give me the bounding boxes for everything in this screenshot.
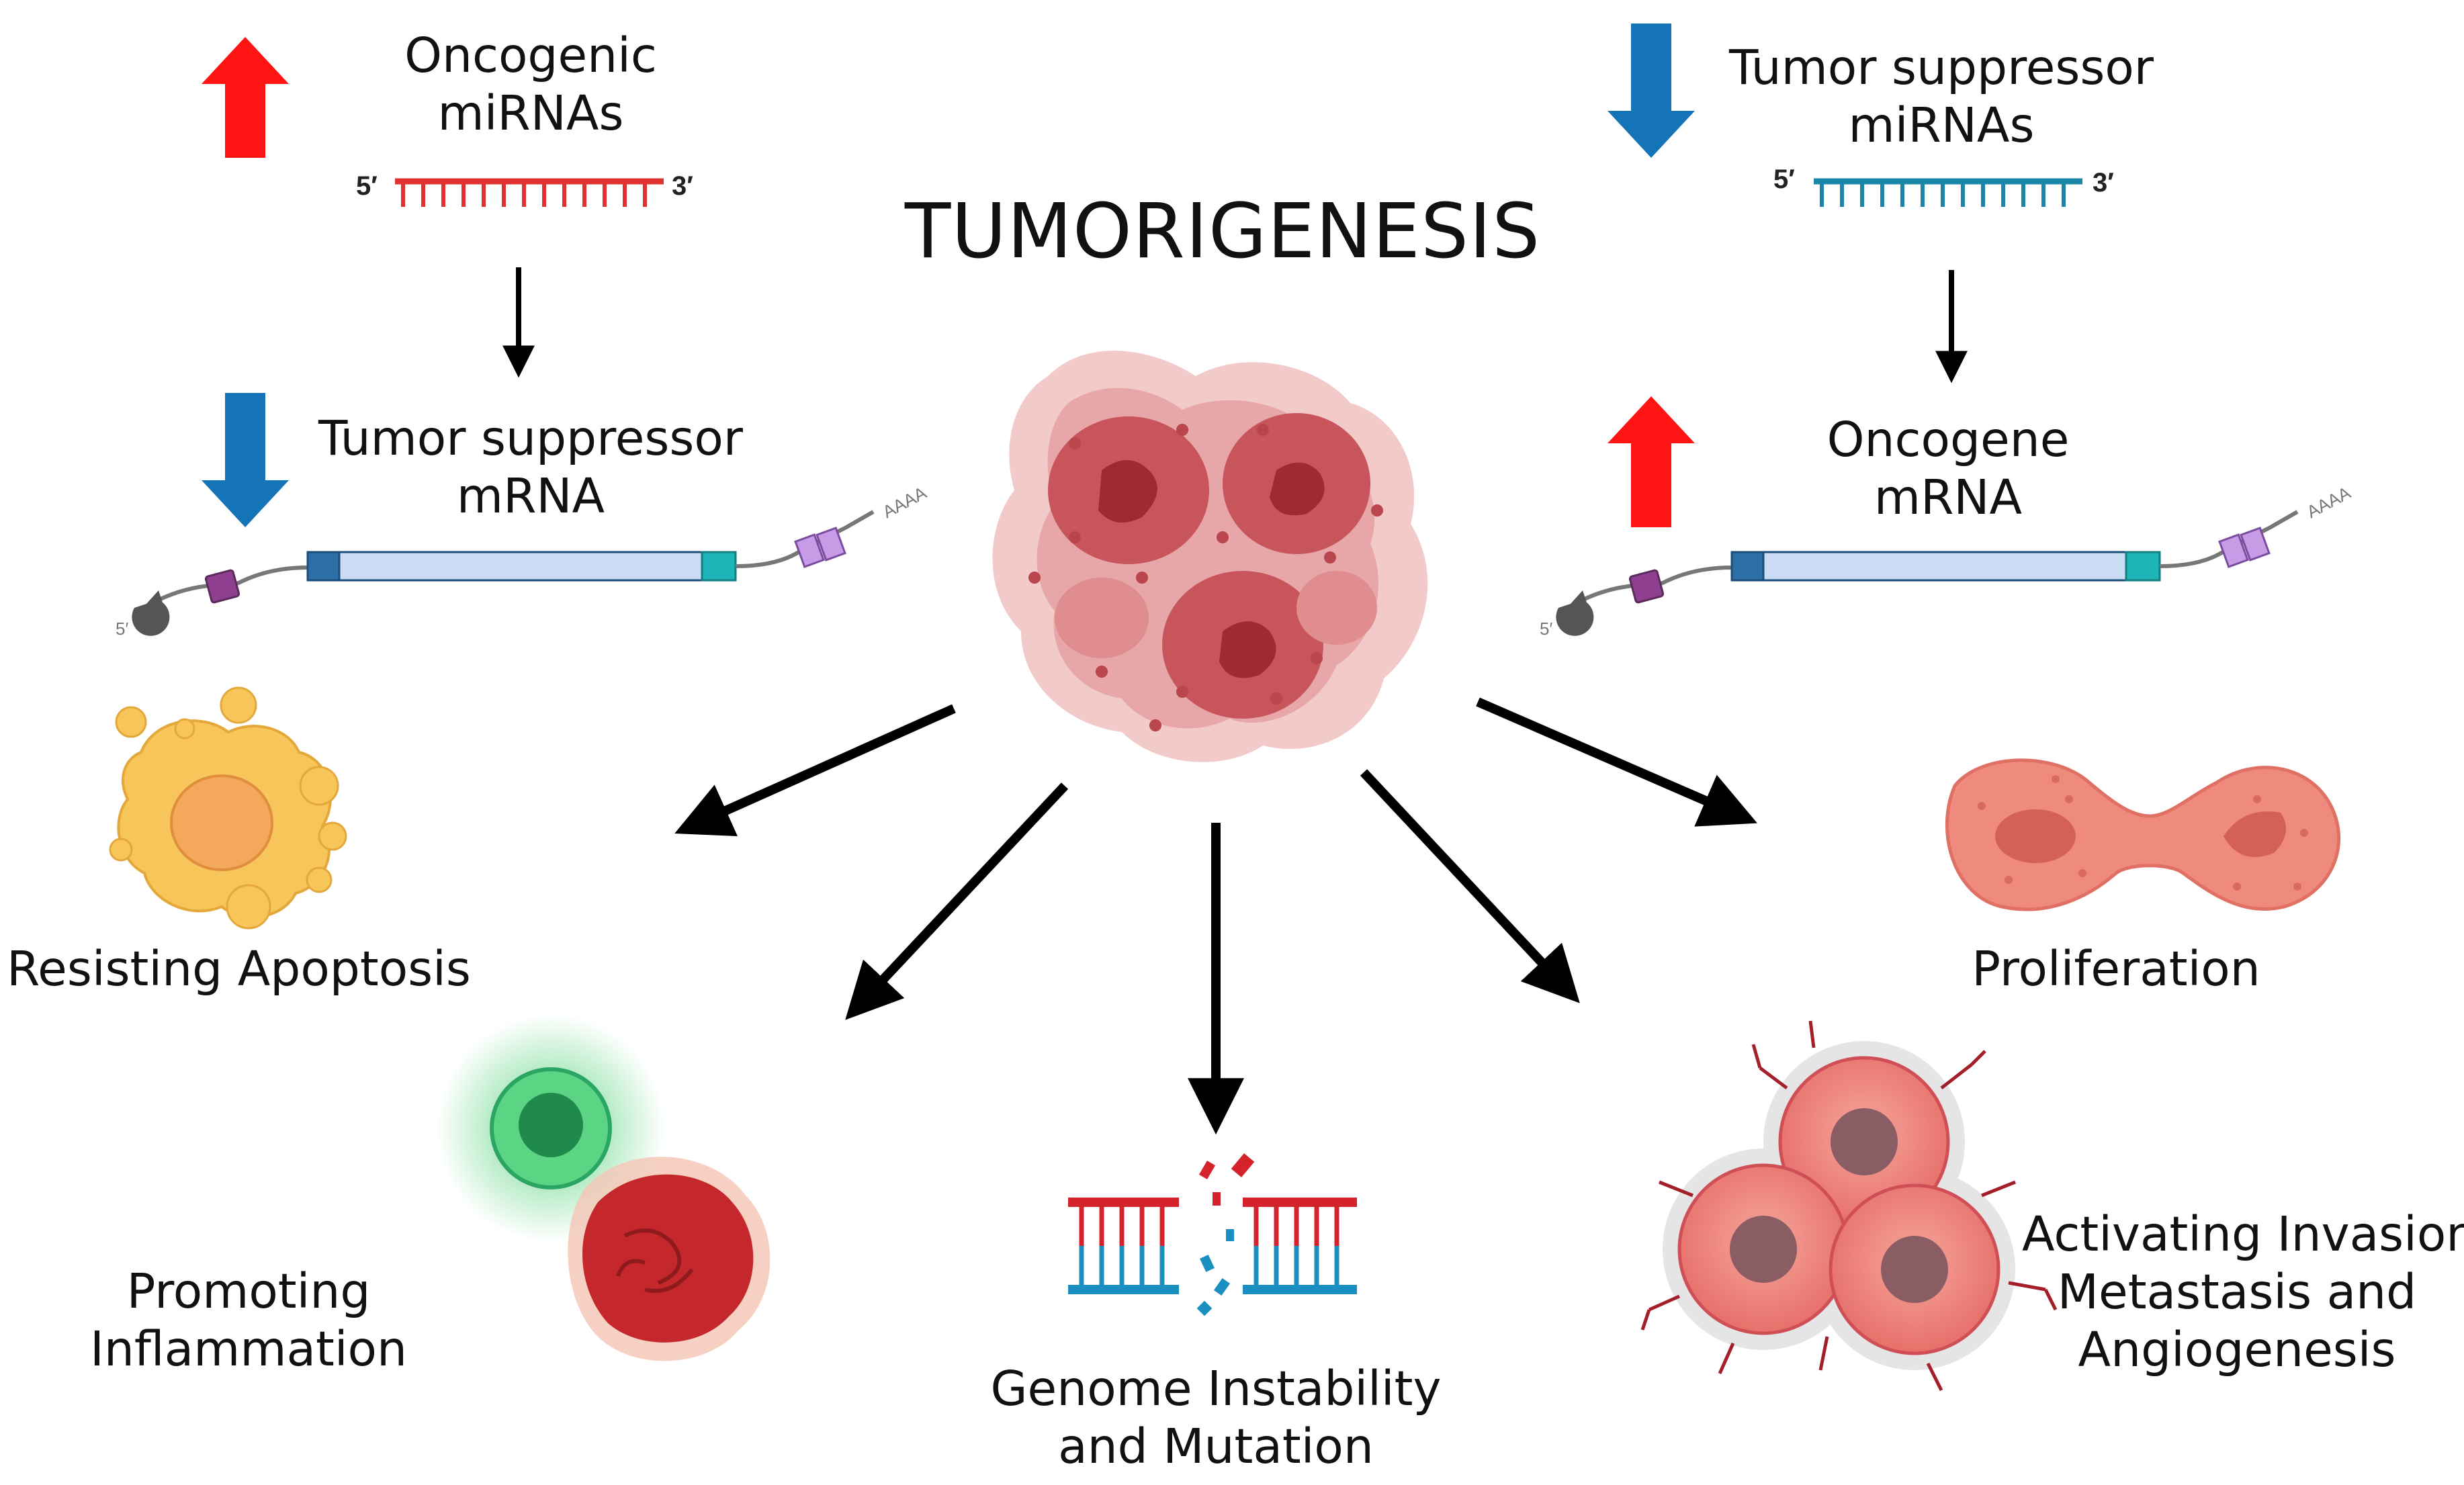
upregulation-arrow-left (202, 37, 289, 158)
mirna-three-prime-left: 3′ (672, 171, 693, 201)
oncogene-mrna-label: Oncogene mRNA (1747, 411, 2150, 527)
invasive-cells-icon (1640, 1020, 2058, 1392)
oncogene-mrna-line2: mRNA (1874, 469, 2023, 525)
upregulation-arrow-right (1608, 396, 1695, 527)
tumor-suppressor-mirnas-line1: Tumor suppressor (1729, 40, 2154, 95)
mirna-five-prime-right: 5′ (1773, 165, 1795, 194)
arrow-to-promoting-inflammation (845, 782, 1069, 1020)
apoptotic-cell-icon (109, 686, 347, 930)
tumor-suppressor-mrna-line2: mRNA (456, 468, 605, 524)
tumor-suppressor-mirna-strand (1814, 178, 2082, 207)
invasion-metastasis-label: Activating Invasion, Metastasis and Angi… (2022, 1206, 2464, 1379)
promoting-inflammation-label: Promoting Inflammation (67, 1263, 430, 1378)
proliferating-cell-icon (1945, 758, 2341, 911)
tumor-suppressor-mirnas-line2: miRNAs (1848, 97, 2035, 153)
inflammation-cells-icon (437, 1014, 771, 1361)
mrna-five-prime-left: 5′ (116, 619, 128, 639)
promoting-inflammation-line1: Promoting (126, 1263, 371, 1319)
genome-instability-line1: Genome Instability (990, 1361, 1442, 1416)
diagram-title: TUMORIGENESIS (904, 188, 1541, 275)
tumor-mass-icon (992, 351, 1428, 762)
tumor-suppressor-mirnas-label: Tumor suppressor miRNAs (1706, 39, 2176, 154)
downregulation-arrow-left (202, 393, 289, 527)
dna-damage-icon (1068, 1153, 1357, 1316)
arrow-to-invasion-metastasis (1360, 769, 1580, 1003)
promoting-inflammation-line2: Inflammation (89, 1321, 407, 1377)
arrow-to-proliferation (1476, 697, 1757, 827)
resisting-apoptosis-label: Resisting Apoptosis (7, 941, 471, 997)
downregulation-arrow-right (1608, 24, 1695, 158)
tumor-suppressor-mrna-transcript (132, 510, 875, 636)
invasion-metastasis-line1: Activating Invasion, (2022, 1206, 2464, 1262)
oncogenic-mirnas-line1: Oncogenic (404, 28, 657, 83)
genome-instability-line2: and Mutation (1058, 1419, 1374, 1474)
tumor-suppressor-mrna-label: Tumor suppressor mRNA (296, 410, 766, 525)
genome-instability-label: Genome Instability and Mutation (981, 1360, 1451, 1476)
oncogenic-mirnas-label: Oncogenic miRNAs (336, 27, 725, 142)
oncogenic-mirna-strand (395, 178, 664, 207)
oncogenic-mirnas-line2: miRNAs (437, 85, 624, 141)
polya-tail-right: AAAA (2303, 482, 2355, 522)
invasion-metastasis-line3: Angiogenesis (2078, 1322, 2396, 1378)
tumor-suppressor-mrna-line1: Tumor suppressor (318, 410, 743, 466)
proliferation-label: Proliferation (1972, 941, 2260, 997)
arrow-to-resisting-apoptosis (674, 704, 956, 837)
polya-tail-left: AAAA (879, 482, 930, 522)
mirna-five-prime-left: 5′ (356, 171, 378, 201)
invasion-metastasis-line2: Metastasis and (2057, 1264, 2417, 1320)
mrna-five-prime-right: 5′ (1540, 619, 1552, 639)
mirna-three-prime-right: 3′ (2093, 168, 2114, 197)
oncogene-mrna-transcript (1556, 510, 2299, 636)
oncogene-mrna-line1: Oncogene (1827, 412, 2070, 467)
